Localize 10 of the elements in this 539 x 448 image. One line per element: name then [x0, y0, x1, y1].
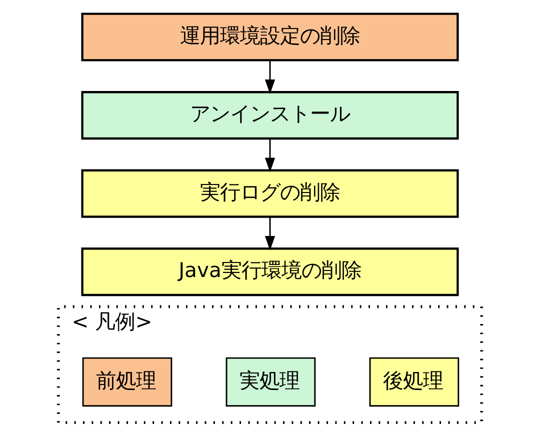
legend-label: 後処理 [382, 368, 443, 392]
arrow [264, 60, 275, 94]
arrow [264, 216, 275, 251]
arrow [264, 138, 275, 172]
node-box: 実行ログの削除 [80, 169, 458, 218]
legend-label: 実処理 [239, 368, 300, 392]
legend-label: 前処理 [96, 368, 156, 392]
node-box: 運用環境設定の削除 [80, 12, 458, 62]
node-box: アンインストール [80, 91, 458, 140]
node-box: Java実行環境の削除 [80, 248, 458, 296]
